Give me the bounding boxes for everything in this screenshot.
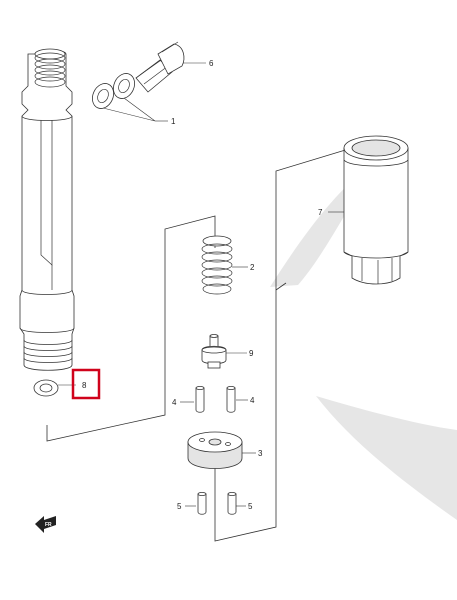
callout-5-right: 5 [248, 502, 253, 511]
callout-8: 8 [82, 381, 87, 390]
callout-labels: 1 2 3 4 4 5 5 6 7 9 [171, 59, 323, 511]
part-4-pins [180, 385, 248, 413]
callout-6: 6 [209, 59, 214, 68]
front-arrow-icon [35, 516, 56, 533]
part-6-bolt [135, 41, 206, 93]
part-5-pins [185, 491, 246, 515]
callout-7: 7 [318, 208, 323, 217]
callout-9: 9 [249, 349, 254, 358]
part-3-spacer [187, 431, 256, 469]
part-1-washers [92, 73, 168, 122]
callout-1: 1 [171, 117, 176, 126]
highlight-callout-8: 8 [71, 368, 101, 400]
part-7-nut [328, 135, 409, 285]
part-9-pin [201, 334, 247, 369]
callout-2: 2 [250, 263, 255, 272]
front-marker: FR [35, 516, 56, 533]
highlight-box [71, 368, 101, 400]
front-marker-label: FR [45, 522, 52, 528]
callout-4-right: 4 [250, 396, 255, 405]
group-outline-left [46, 147, 353, 542]
part-2-spring [201, 235, 248, 295]
injector-body [19, 48, 75, 371]
callout-4-left: 4 [172, 398, 177, 407]
callout-3: 3 [258, 449, 263, 458]
part-8-washer [33, 379, 76, 397]
callout-5-left: 5 [177, 502, 182, 511]
